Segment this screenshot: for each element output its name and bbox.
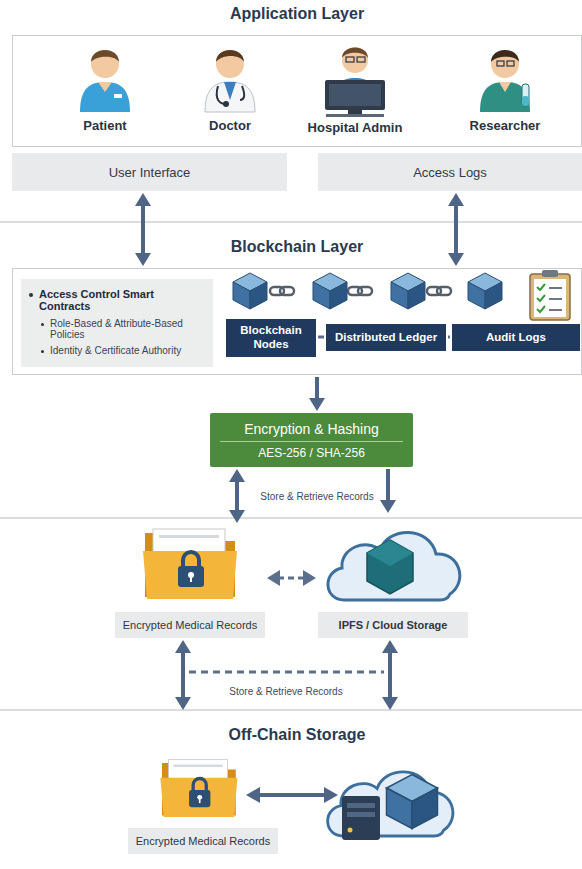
bullet-item: Access Control Smart Contracts bbox=[29, 288, 205, 312]
bullet-item: Identity & Certificate Authority bbox=[41, 345, 205, 356]
flow-arrow bbox=[309, 377, 325, 411]
storage-label: Encrypted Medical Records bbox=[128, 828, 278, 854]
interface-box: User Interface bbox=[12, 153, 287, 191]
bullet-dot bbox=[29, 293, 33, 297]
ipfs-mark: IPFS bbox=[315, 642, 465, 657]
ledger-box: Distributed Ledger bbox=[326, 324, 446, 351]
flow-arrow bbox=[229, 469, 245, 523]
storage-item: Encrypted Medical Records bbox=[115, 525, 265, 638]
flow-arrow bbox=[448, 193, 464, 266]
flow-arrow bbox=[175, 640, 191, 710]
layer-heading: Application Layer bbox=[13, 5, 581, 23]
role-label: Doctor bbox=[209, 118, 251, 133]
flow-label: Store & Retrieve Records bbox=[227, 686, 344, 697]
box-label: User Interface bbox=[109, 165, 191, 180]
flow-arrow bbox=[135, 193, 151, 266]
bullet-dot bbox=[41, 323, 44, 326]
ledger-box: Audit Logs bbox=[452, 324, 580, 351]
dashed-link bbox=[318, 337, 324, 338]
storage-label: IPFS / Cloud Storage bbox=[318, 612, 468, 638]
crypto-box: Encryption & HashingAES-256 / SHA-256 bbox=[210, 413, 413, 467]
bullet-item: Role-Based & Attribute-Based Policies bbox=[41, 318, 205, 340]
role-label: Researcher bbox=[470, 118, 541, 133]
role-label: Hospital Admin bbox=[308, 120, 403, 135]
storage-item: Encrypted Medical Records bbox=[128, 820, 278, 854]
layer-heading: Off-Chain Storage bbox=[12, 726, 582, 744]
layer-panel: Blockchain LayerAccess Control Smart Con… bbox=[12, 268, 582, 375]
role-label: Patient bbox=[83, 118, 126, 133]
storage-item: IPFSIPFS / Cloud Storage bbox=[318, 515, 468, 638]
storage-label: Encrypted Medical Records bbox=[115, 612, 265, 638]
flow-label: Store & Retrieve Records bbox=[258, 491, 375, 502]
layer-heading: Blockchain Layer bbox=[13, 238, 581, 256]
policy-box: Access Control Smart ContractsRole-Based… bbox=[21, 279, 213, 367]
interface-box: Access Logs bbox=[318, 153, 582, 191]
dashed-link bbox=[267, 570, 316, 586]
dashed-link bbox=[448, 337, 450, 338]
layer-panel: Off-Chain StorageEncrypted Medical Recor… bbox=[12, 712, 582, 862]
flow-arrow bbox=[380, 469, 396, 513]
policy-item: Identity & Certificate Authority bbox=[50, 345, 181, 356]
crypto-title: Encryption & Hashing bbox=[244, 421, 379, 441]
flow-arrow bbox=[382, 640, 398, 710]
box-label: Blockchain Nodes bbox=[234, 324, 308, 352]
ledger-box: Blockchain Nodes bbox=[226, 319, 316, 357]
box-label: Access Logs bbox=[413, 165, 487, 180]
box-label: Distributed Ledger bbox=[335, 331, 437, 345]
crypto-algorithms: AES-256 / SHA-256 bbox=[220, 441, 403, 460]
box-label: Audit Logs bbox=[486, 331, 546, 345]
policy-item: Role-Based & Attribute-Based Policies bbox=[50, 318, 205, 340]
policy-heading: Access Control Smart Contracts bbox=[39, 288, 205, 312]
bullet-dot bbox=[41, 350, 44, 353]
